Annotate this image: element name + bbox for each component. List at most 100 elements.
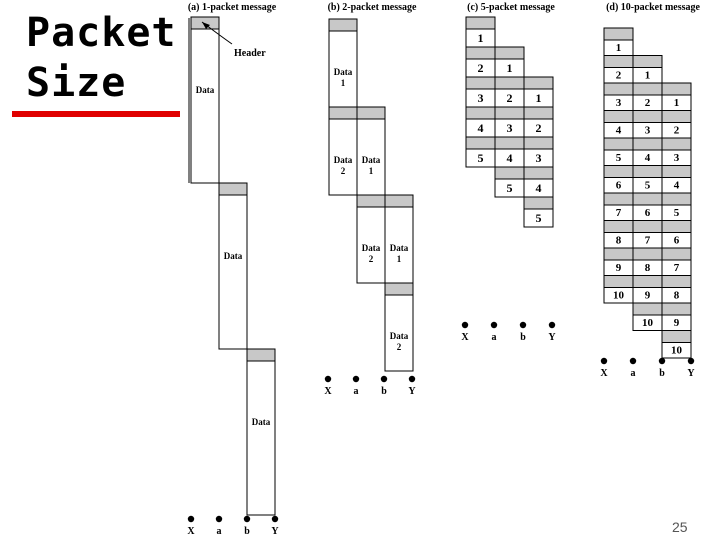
panel-a-packet-body [190, 28, 220, 184]
panel-d-packet-2-header [603, 55, 634, 68]
panel-c-packet-3-header [465, 76, 496, 90]
panel-b-packet-number: 1 [369, 166, 374, 176]
panel-d-packet-1-header [603, 27, 634, 41]
panel-c-packet-1-header [494, 46, 525, 60]
panel-d-node-label: a [631, 368, 636, 379]
panel-b-packet-number: 2 [397, 342, 402, 352]
panel-a-packet-label: Data [252, 417, 271, 427]
panel-c-node-dot [461, 321, 469, 329]
panel-d-node-dot [629, 357, 637, 365]
panel-c-packet-number: 2 [507, 91, 513, 105]
panel-a-packet-label: Data [196, 85, 215, 95]
panel-c-packet-number: 1 [478, 31, 484, 45]
panel-c-packet-5-header [494, 166, 525, 180]
panel-d-packet-number: 2 [645, 97, 651, 109]
panel-c-packet-number: 4 [478, 121, 484, 135]
panel-d-packet-2-header [632, 82, 663, 96]
panel-c-packet-5-body [494, 178, 525, 198]
panel-d-packet-number: 8 [645, 262, 651, 274]
panel-d-node-dot [687, 357, 695, 365]
panel-b-packet-label: Data [390, 243, 409, 253]
panel-d-packet-number: 9 [645, 290, 651, 302]
slide-title: Packet Size [26, 8, 177, 108]
title-line-2: Size [26, 60, 127, 106]
panel-c-packet-3-header [523, 136, 554, 150]
panel-b-node-label: b [381, 386, 387, 397]
panel-b-packet-number: 1 [397, 254, 402, 264]
panel-d-packet-8-header [632, 247, 663, 261]
panel-b-node-dot [324, 375, 332, 383]
panel-c-node-dot [548, 321, 556, 329]
panel-d-packet-number: 6 [645, 207, 651, 219]
panel-b-node-label: Y [408, 386, 416, 397]
panel-d-packet-number: 7 [616, 207, 622, 219]
panel-d-packet-7-header [661, 247, 692, 261]
panel-c-packet-number: 2 [478, 61, 484, 75]
panel-d-packet-number: 1 [616, 42, 622, 54]
panel-d-packet-number: 3 [616, 97, 622, 109]
panel-d-packet-number: 2 [674, 125, 680, 137]
panel-d-packet-number: 5 [645, 180, 651, 192]
panel-d-packet-number: 9 [616, 262, 622, 274]
panel-d-packet-number: 4 [645, 152, 651, 164]
panel-c-node-label: Y [548, 332, 556, 343]
title-5-packet: (c) 5-packet message [467, 2, 555, 13]
panel-b-packet-number: 2 [341, 166, 346, 176]
panel-d-node-label: Y [687, 368, 695, 379]
panel-d-packet-number: 6 [616, 180, 622, 192]
panel-a-node-dot [271, 515, 279, 523]
panel-a-packet-label: Data [224, 251, 243, 261]
panel-c-packet-number: 3 [478, 91, 484, 105]
panel-b-packet-2-body [356, 206, 386, 284]
panel-b-packet-label: Data [362, 155, 381, 165]
panel-b-packet-number: 1 [341, 78, 346, 88]
panel-b-node-label: a [354, 386, 359, 397]
panel-d-packet-7-header [603, 192, 634, 206]
panel-d-packet-number: 7 [645, 235, 651, 247]
panel-d-packet-number: 5 [674, 207, 680, 219]
panel-c-node-label: a [492, 332, 497, 343]
panel-d-packet-5-header [632, 165, 663, 178]
panel-d-packet-number: 3 [645, 125, 651, 137]
panel-d-packet-10-header [661, 330, 692, 343]
panel-d-packet-number: 10 [613, 290, 625, 302]
panel-b-node-dot [408, 375, 416, 383]
panel-c-packet-4-header [494, 136, 525, 150]
panel-c-packet-number: 3 [507, 121, 513, 135]
panel-c-packet-5-header [465, 136, 496, 150]
panel-c-node-dot [490, 321, 498, 329]
panel-c-node-dot [519, 321, 527, 329]
panel-c-packet-3-header [494, 106, 525, 120]
header-callout: Header [201, 21, 266, 59]
panel-d-packet-number: 1 [674, 97, 680, 109]
panel-c-packet-1-header [523, 76, 554, 90]
panel-b-packet-number: 2 [369, 254, 374, 264]
panel-b-packet-label: Data [362, 243, 381, 253]
panel-d-packet-number: 4 [674, 180, 680, 192]
panel-a-node-label: a [217, 526, 222, 537]
panel-a-node-dot [243, 515, 251, 523]
panel-d-packet-6-header [632, 192, 663, 206]
panel-d-packet-4-header [632, 137, 663, 151]
panel-d-packet-4-header [603, 110, 634, 123]
panel-d-packet-5-header [603, 137, 634, 151]
panel-a-node-dot [187, 515, 195, 523]
panel-c-packet-number: 1 [536, 91, 542, 105]
title-1-packet: (a) 1-packet message [188, 2, 277, 13]
panel-b-node-dot [380, 375, 388, 383]
title-line-1: Packet [26, 10, 177, 56]
panel-d-packet-10-body [632, 314, 663, 331]
panel-d-packet-8-header [603, 220, 634, 233]
panel-c-packet-1-header [465, 16, 496, 30]
panel-d-node-label: X [600, 368, 608, 379]
panel-d-packet-6-header [661, 220, 692, 233]
panel-b-packet-2-header [356, 194, 386, 208]
panel-c-packet-number: 5 [507, 181, 513, 195]
panel-b-packet-2-header [328, 106, 358, 120]
panel-b-packet-1-body [328, 30, 358, 108]
panel-d-packet-number: 6 [674, 235, 680, 247]
panel-c-packet-4-header [523, 166, 554, 180]
panel-d-packet-number: 4 [616, 125, 622, 137]
